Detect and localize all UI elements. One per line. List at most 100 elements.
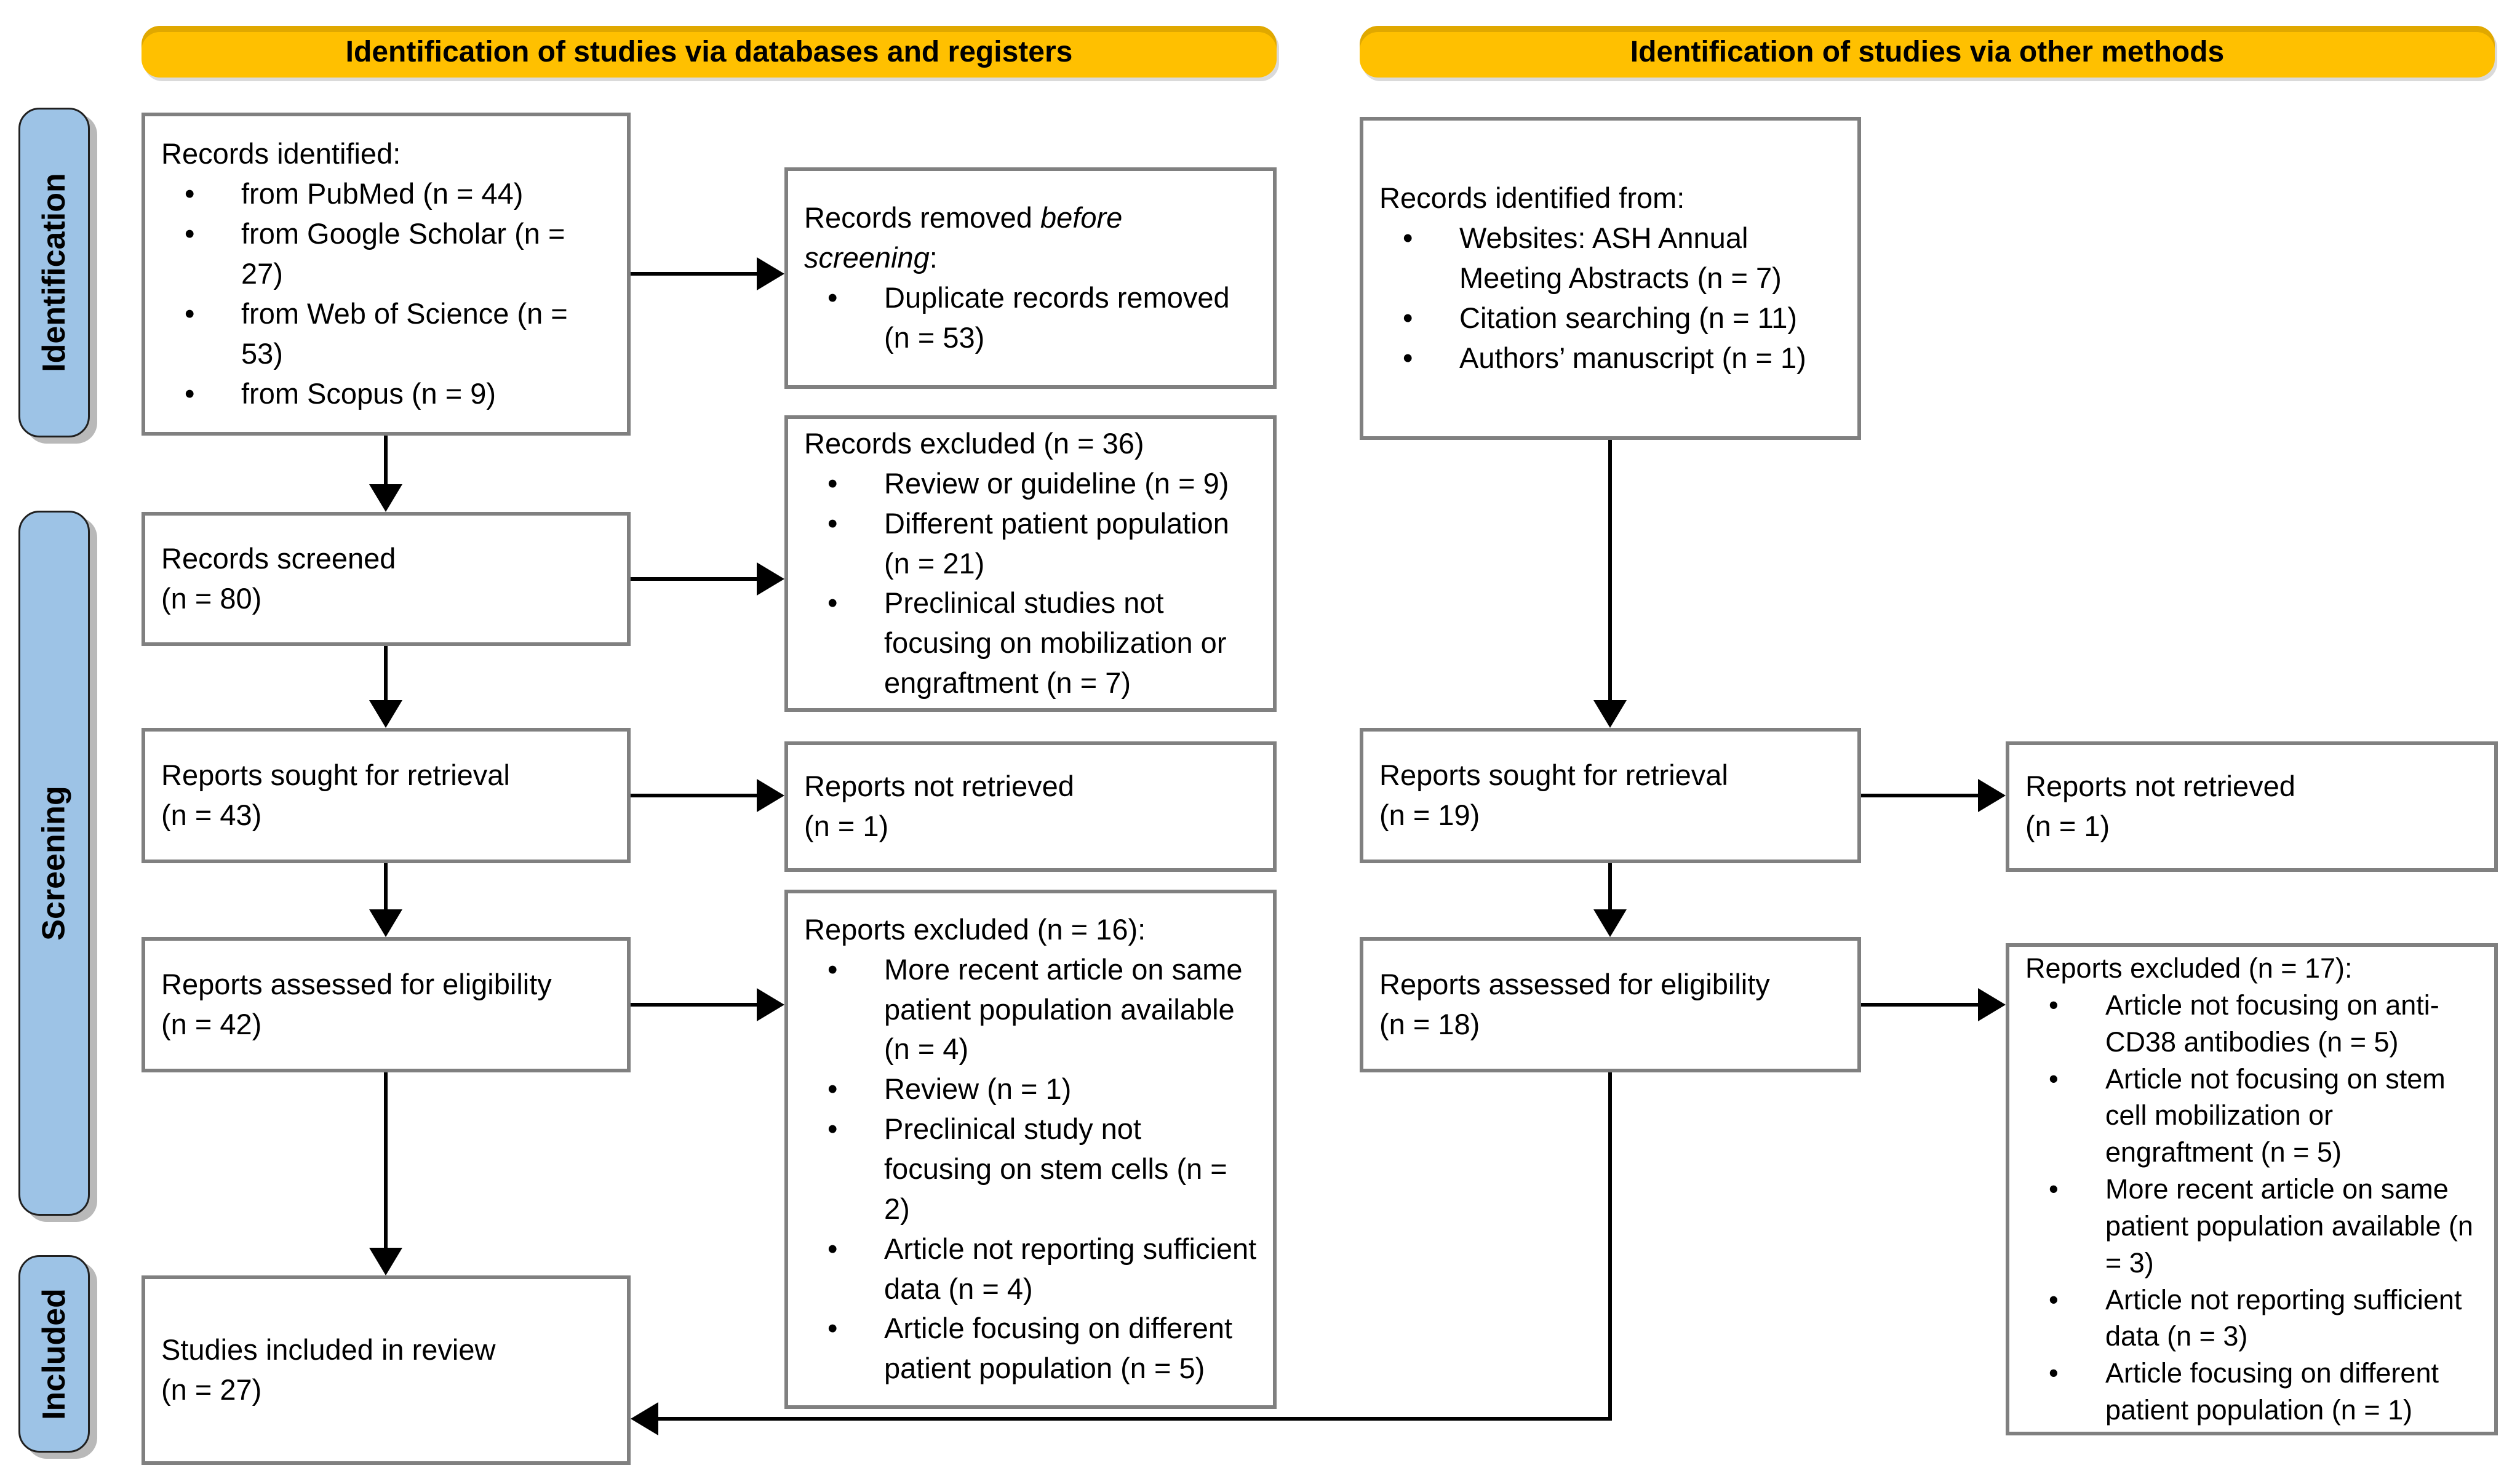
arrow-assessed-other-elbow-horizontal bbox=[658, 1417, 1612, 1421]
arrowhead-right-icon bbox=[757, 779, 784, 812]
box-records-screened: Records screened (n = 80) bbox=[142, 512, 631, 646]
bullet-item: Article not focusing on stem cell mobili… bbox=[2025, 1061, 2478, 1171]
box-title: Records excluded (n = 36) bbox=[804, 427, 1144, 460]
arrow-sought-to-not-retrieved bbox=[631, 794, 757, 797]
arrowhead-right-icon bbox=[757, 257, 784, 290]
box-line1: Reports sought for retrieval bbox=[161, 759, 510, 792]
arrowhead-down-icon bbox=[369, 909, 402, 937]
bullet-item: Article not reporting sufficient data (n… bbox=[2025, 1282, 2478, 1355]
bullet-item: Websites: ASH Annual Meeting Abstracts (… bbox=[1379, 218, 1841, 298]
bullet-item: Duplicate records removed (n = 53) bbox=[804, 278, 1257, 358]
box-line2: (n = 19) bbox=[1379, 799, 1480, 831]
bullet-list: More recent article on same patient popu… bbox=[804, 950, 1257, 1389]
arrow-identified-to-removed bbox=[631, 272, 757, 276]
box-reports-excluded-databases: Reports excluded (n = 16): More recent a… bbox=[784, 890, 1277, 1409]
bullet-item: from Web of Science (n = 53) bbox=[161, 294, 611, 374]
header-other-label: Identification of studies via other meth… bbox=[1630, 35, 2225, 68]
arrow-screened-to-excluded bbox=[631, 577, 757, 581]
bullet-item: Article focusing on different patient po… bbox=[2025, 1355, 2478, 1429]
bullet-list: Review or guideline (n = 9) Different pa… bbox=[804, 464, 1257, 703]
box-records-removed-before-screening: Records removed before screening: Duplic… bbox=[784, 167, 1277, 389]
box-records-excluded: Records excluded (n = 36) Review or guid… bbox=[784, 415, 1277, 712]
title-suffix: : bbox=[929, 241, 938, 274]
box-line1: Reports not retrieved bbox=[804, 770, 1074, 803]
box-title: Reports excluded (n = 17): bbox=[2025, 952, 2353, 984]
arrow-sought-to-assessed bbox=[384, 863, 388, 909]
arrow-assessed-to-included bbox=[384, 1072, 388, 1248]
bullet-item: Review (n = 1) bbox=[804, 1069, 1257, 1109]
arrowhead-down-icon bbox=[1593, 909, 1627, 937]
arrow-identified-other-to-sought bbox=[1608, 440, 1612, 700]
bullet-item: More recent article on same patient popu… bbox=[804, 950, 1257, 1070]
bullet-item: Preclinical studies not focusing on mobi… bbox=[804, 583, 1257, 703]
arrow-sought-other-to-assessed bbox=[1608, 863, 1612, 909]
box-records-identified-other-methods: Records identified from: Websites: ASH A… bbox=[1360, 117, 1861, 440]
header-databases-registers: Identification of studies via databases … bbox=[142, 26, 1277, 78]
bullet-item: Authors’ manuscript (n = 1) bbox=[1379, 338, 1841, 378]
bullet-item: from Google Scholar (n = 27) bbox=[161, 214, 611, 294]
bullet-list: Websites: ASH Annual Meeting Abstracts (… bbox=[1379, 218, 1841, 378]
box-line2: (n = 80) bbox=[161, 582, 262, 615]
bullet-item: from PubMed (n = 44) bbox=[161, 174, 611, 214]
box-studies-included: Studies included in review (n = 27) bbox=[142, 1275, 631, 1465]
stage-identification-label: Identification bbox=[36, 173, 72, 372]
arrowhead-right-icon bbox=[1978, 988, 2006, 1021]
stage-included: Included bbox=[18, 1255, 90, 1453]
arrowhead-left-icon bbox=[631, 1402, 658, 1435]
bullet-list: Article not focusing on anti-CD38 antibo… bbox=[2025, 987, 2478, 1429]
bullet-item: Preclinical study not focusing on stem c… bbox=[804, 1109, 1257, 1229]
box-title: Records identified: bbox=[161, 137, 401, 170]
arrowhead-down-icon bbox=[369, 1248, 402, 1275]
arrowhead-down-icon bbox=[369, 700, 402, 728]
box-line1: Studies included in review bbox=[161, 1333, 496, 1366]
box-line1: Reports sought for retrieval bbox=[1379, 759, 1728, 792]
box-line1: Reports assessed for eligibility bbox=[1379, 968, 1770, 1001]
box-reports-sought-retrieval-other: Reports sought for retrieval (n = 19) bbox=[1360, 728, 1861, 863]
bullet-item: Citation searching (n = 11) bbox=[1379, 298, 1841, 338]
box-line2: (n = 42) bbox=[161, 1008, 262, 1040]
box-reports-assessed-eligibility-databases: Reports assessed for eligibility (n = 42… bbox=[142, 937, 631, 1072]
bullet-list: from PubMed (n = 44) from Google Scholar… bbox=[161, 174, 611, 413]
box-line1: Reports assessed for eligibility bbox=[161, 968, 552, 1001]
box-line1: Records screened bbox=[161, 542, 396, 575]
box-title: Records identified from: bbox=[1379, 182, 1685, 215]
title-italic: before screening bbox=[804, 201, 1123, 274]
bullet-item: Article not reporting sufficient data (n… bbox=[804, 1229, 1257, 1309]
box-line2: (n = 43) bbox=[161, 799, 262, 831]
header-databases-label: Identification of studies via databases … bbox=[345, 35, 1073, 68]
arrow-screened-to-sought bbox=[384, 646, 388, 700]
arrow-assessed-to-excluded bbox=[631, 1003, 757, 1007]
bullet-item: Different patient population (n = 21) bbox=[804, 504, 1257, 584]
box-line2: (n = 27) bbox=[161, 1373, 262, 1406]
box-reports-not-retrieved-databases: Reports not retrieved (n = 1) bbox=[784, 741, 1277, 872]
box-line2: (n = 1) bbox=[804, 810, 889, 842]
bullet-item: from Scopus (n = 9) bbox=[161, 374, 611, 414]
box-reports-not-retrieved-other: Reports not retrieved (n = 1) bbox=[2006, 741, 2498, 872]
arrowhead-down-icon bbox=[1593, 700, 1627, 728]
box-title: Records removed before screening: bbox=[804, 198, 1257, 278]
arrow-assessed-other-elbow-vertical bbox=[1608, 1072, 1612, 1421]
arrow-identified-to-screened bbox=[384, 436, 388, 484]
header-other-methods: Identification of studies via other meth… bbox=[1360, 26, 2495, 78]
box-line2: (n = 1) bbox=[2025, 810, 2110, 842]
box-reports-excluded-other: Reports excluded (n = 17): Article not f… bbox=[2006, 943, 2498, 1435]
stage-screening: Screening bbox=[18, 511, 90, 1216]
stage-screening-label: Screening bbox=[36, 786, 73, 941]
box-reports-sought-retrieval-databases: Reports sought for retrieval (n = 43) bbox=[142, 728, 631, 863]
arrowhead-right-icon bbox=[757, 988, 784, 1021]
box-line2: (n = 18) bbox=[1379, 1008, 1480, 1040]
stage-identification: Identification bbox=[18, 108, 90, 437]
arrow-sought-other-to-not-retrieved bbox=[1861, 794, 1978, 797]
title-prefix: Records removed bbox=[804, 201, 1040, 234]
bullet-item: Review or guideline (n = 9) bbox=[804, 464, 1257, 504]
bullet-item: Article not focusing on anti-CD38 antibo… bbox=[2025, 987, 2478, 1061]
arrowhead-right-icon bbox=[1978, 779, 2006, 812]
box-records-identified: Records identified: from PubMed (n = 44)… bbox=[142, 113, 631, 436]
arrow-assessed-other-to-excluded bbox=[1861, 1003, 1978, 1007]
box-title: Reports excluded (n = 16): bbox=[804, 912, 1146, 946]
bullet-list: Duplicate records removed (n = 53) bbox=[804, 278, 1257, 358]
bullet-item: More recent article on same patient popu… bbox=[2025, 1171, 2478, 1282]
arrowhead-down-icon bbox=[369, 484, 402, 512]
box-line1: Reports not retrieved bbox=[2025, 770, 2295, 803]
